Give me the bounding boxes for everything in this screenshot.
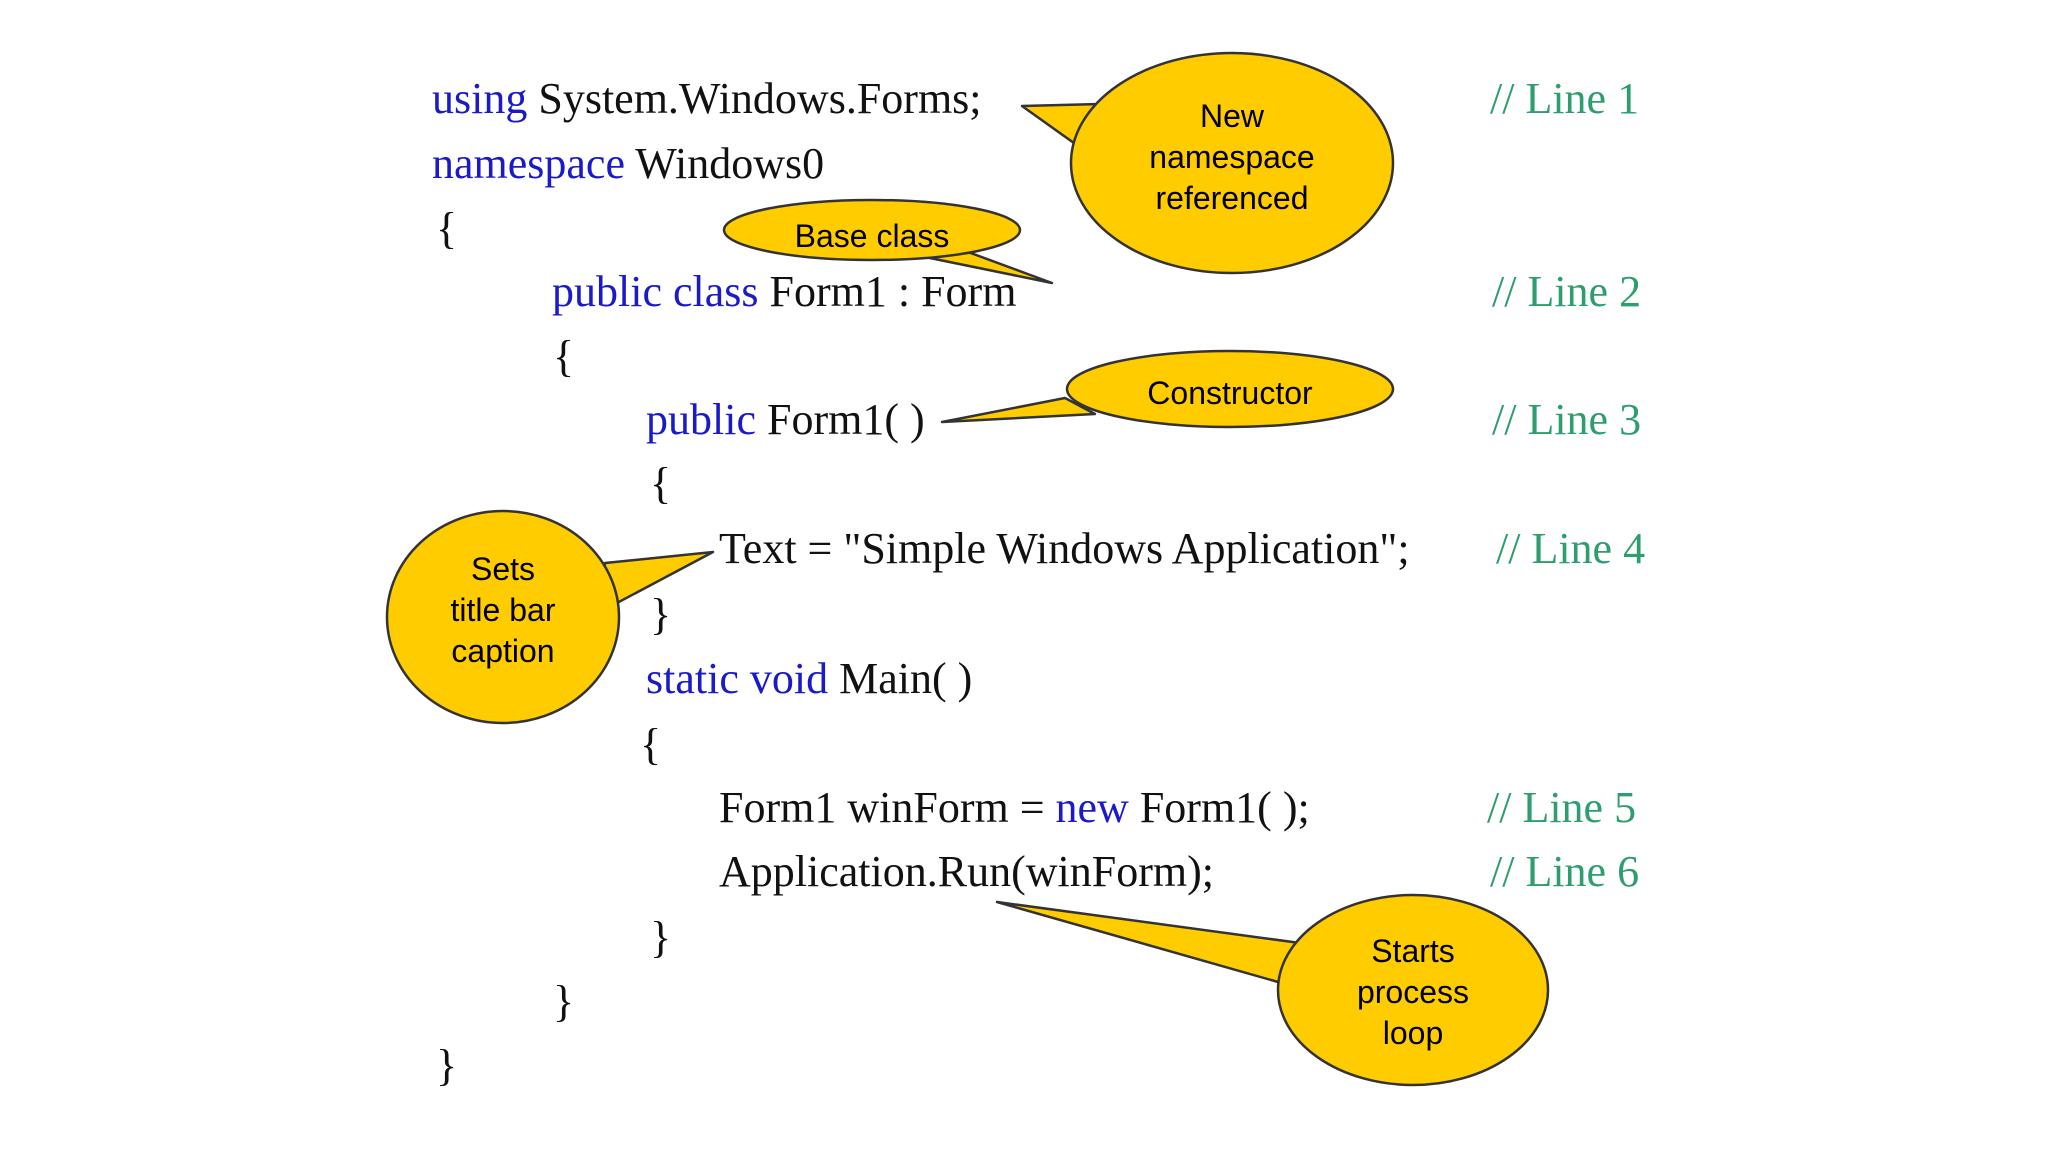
- code-line-new-form: Form1 winForm = new Form1( );: [719, 782, 1310, 834]
- callout-constructor-bubble: [1065, 349, 1395, 429]
- callout-caption-text: Sets title bar caption: [450, 551, 556, 669]
- keyword: namespace: [432, 139, 625, 188]
- code-line-constructor: public Form1( ): [646, 394, 925, 446]
- code-text: {: [640, 720, 662, 769]
- code-text: Application.Run(winForm);: [719, 847, 1214, 896]
- callout-process-pointer: [995, 900, 1302, 984]
- code-text: }: [553, 977, 575, 1026]
- code-line-namespace: namespace Windows0: [432, 138, 824, 190]
- code-text: Form1( ): [755, 395, 925, 444]
- code-line-class-decl: public class Form1 : Form: [552, 266, 1016, 318]
- callout-caption-bubble: [385, 509, 621, 725]
- code-line-open-brace: {: [640, 719, 661, 771]
- callout-process-text: Starts process loop: [1356, 933, 1470, 1051]
- code-line-main: static void Main( ): [646, 653, 972, 705]
- code-line-close-brace: }: [553, 976, 574, 1028]
- line-comment: // Line 2: [1492, 267, 1642, 316]
- line-comment: // Line 1: [1490, 74, 1640, 123]
- code-text: Windows0: [625, 139, 825, 188]
- code-text: Text = "Simple Windows Application";: [719, 524, 1410, 573]
- code-text: {: [553, 332, 575, 381]
- code-text: Form1 : Form: [758, 267, 1017, 316]
- code-line-close-brace: }: [650, 589, 671, 641]
- callout-process-bubble: [1276, 893, 1550, 1087]
- code-line-open-brace: {: [650, 458, 671, 510]
- code-line-app-run: Application.Run(winForm);: [719, 846, 1214, 898]
- code-text: {: [436, 204, 458, 253]
- callout-base-class-text: Base class: [794, 218, 950, 254]
- code-text: Main( ): [828, 654, 973, 703]
- line-comment: // Line 4: [1496, 524, 1646, 573]
- code-line-close-brace: }: [650, 912, 671, 964]
- callout-base-class-bubble: [722, 198, 1022, 262]
- callout-constructor-pointer: [940, 396, 1097, 424]
- code-text: }: [650, 913, 672, 962]
- code-line-close-brace: }: [436, 1040, 457, 1092]
- callout-constructor-text: Constructor: [1147, 375, 1313, 411]
- code-line-open-brace: {: [553, 331, 574, 383]
- keyword: static void: [646, 654, 829, 703]
- line-comment: // Line 6: [1490, 847, 1640, 896]
- keyword: public: [646, 395, 756, 444]
- code-line-using: using System.Windows.Forms;: [432, 73, 982, 125]
- line-comment: // Line 5: [1487, 783, 1637, 832]
- code-text: System.Windows.Forms;: [527, 74, 982, 123]
- line-comment: // Line 3: [1492, 395, 1642, 444]
- callout-namespace-text: New namespace referenced: [1149, 98, 1315, 216]
- keyword: public class: [552, 267, 759, 316]
- code-line-text-assign: Text = "Simple Windows Application";: [719, 523, 1410, 575]
- code-text: }: [650, 590, 672, 639]
- keyword: using: [432, 74, 528, 123]
- code-text: }: [436, 1041, 458, 1090]
- code-line-open-brace: {: [436, 203, 457, 255]
- keyword: new: [1055, 783, 1129, 832]
- code-text: Form1( );: [1128, 783, 1310, 832]
- code-text: {: [650, 459, 672, 508]
- callout-namespace-bubble: [1069, 51, 1395, 275]
- code-text: Form1 winForm =: [719, 783, 1056, 832]
